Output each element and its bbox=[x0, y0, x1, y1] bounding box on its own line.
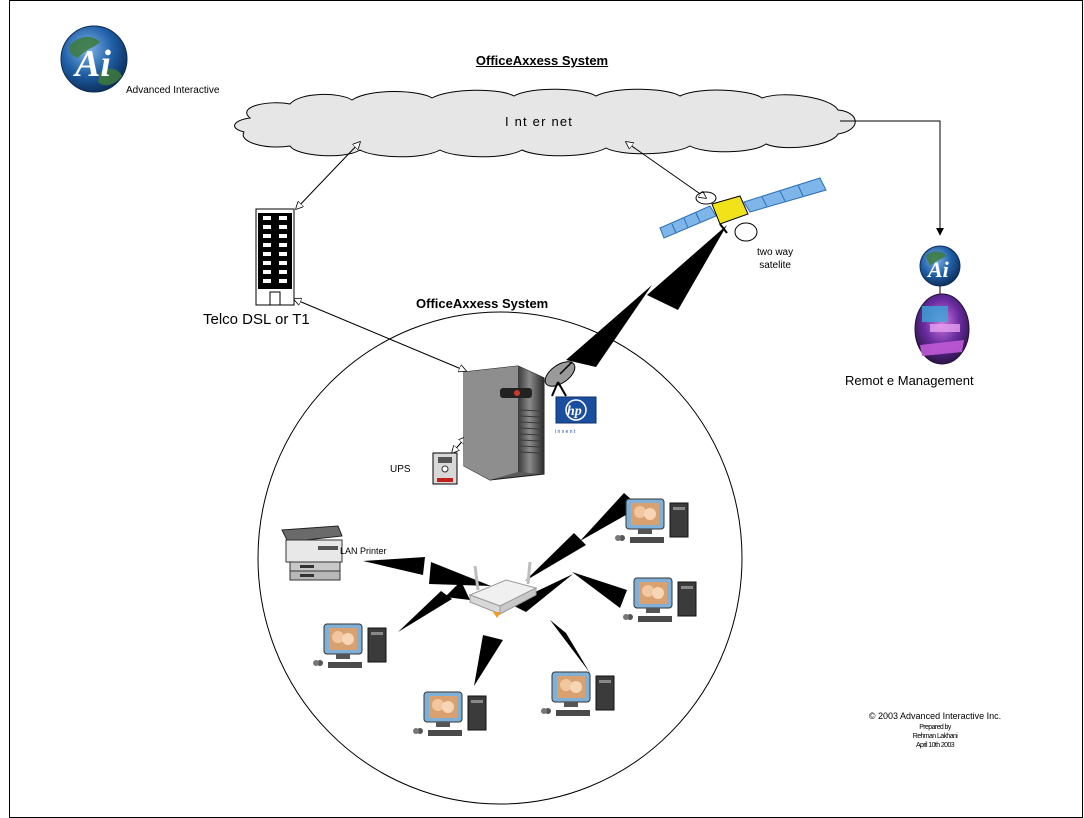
credits-block: © 2003 Advanced Interactive Inc. Prepare… bbox=[820, 712, 1050, 750]
hp-logo-icon: hp i n v e n t bbox=[555, 396, 597, 435]
satellite-internet-link bbox=[626, 142, 706, 198]
workstation-icon bbox=[615, 498, 689, 543]
system-boundary bbox=[257, 311, 743, 805]
telco-server-link bbox=[294, 299, 466, 371]
remote-management-console-icon bbox=[914, 293, 970, 365]
lan-printer-icon bbox=[281, 525, 343, 581]
telco-internet-link bbox=[296, 142, 360, 209]
wireless-router-icon bbox=[468, 561, 538, 618]
author-text: Rehman Lakhani bbox=[912, 733, 958, 740]
internet-remote-link bbox=[840, 120, 944, 236]
hp-logo-letters: hp bbox=[567, 404, 582, 419]
satellite-label: two way satelite bbox=[757, 247, 794, 271]
system-label: OfficeAxxess System bbox=[416, 296, 549, 311]
wireless-lan-links bbox=[363, 493, 640, 686]
advanced-interactive-globe-icon: Ai bbox=[60, 25, 128, 93]
satellite-wireless-link bbox=[566, 225, 727, 367]
internet-label: I nt er net bbox=[505, 114, 574, 129]
workstation-icon bbox=[313, 623, 387, 668]
telco-label: Telco DSL or T1 bbox=[203, 311, 310, 328]
diagram-title: OfficeAxxess System bbox=[475, 53, 609, 68]
remote-globe-icon: Ai bbox=[919, 245, 961, 287]
remote-management-label: Remot e Management bbox=[845, 373, 974, 388]
printer-label: LAN Printer bbox=[340, 546, 387, 556]
satellite-dish-icon bbox=[544, 361, 576, 397]
ups-icon bbox=[432, 452, 458, 485]
workstation-icon bbox=[541, 671, 615, 716]
brand-name: Advanced Interactive bbox=[126, 85, 220, 96]
copyright-text: © 2003 Advanced Interactive Inc. bbox=[868, 711, 1002, 721]
remote-logo-letters: Ai bbox=[926, 257, 950, 282]
hp-tagline: i n v e n t bbox=[555, 429, 576, 435]
satellite-icon bbox=[659, 177, 827, 242]
ups-label: UPS bbox=[390, 464, 411, 475]
prepared-by-text: Prepared by bbox=[919, 724, 951, 731]
telco-building-icon bbox=[255, 208, 295, 306]
server-tower-icon bbox=[463, 365, 545, 481]
date-text: April 10th 2003 bbox=[915, 742, 955, 749]
internet-cloud bbox=[234, 88, 856, 158]
workstation-icon bbox=[413, 691, 487, 736]
brand-logo-letters: Ai bbox=[73, 43, 111, 85]
workstation-icon bbox=[623, 577, 697, 622]
